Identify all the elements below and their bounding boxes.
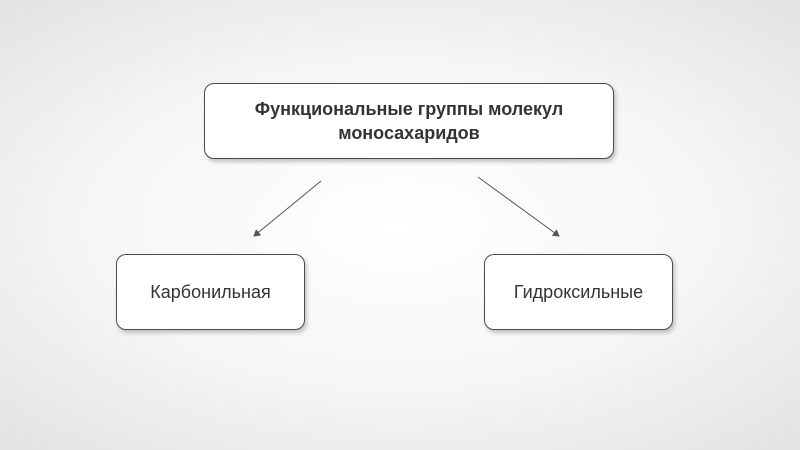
arrow-to-hydroxyl xyxy=(477,176,560,237)
carbonyl-node-label: Карбонильная xyxy=(150,281,271,302)
hydroxyl-node-label: Гидроксильные xyxy=(513,281,644,302)
carbonyl-node: Карбонильная xyxy=(116,254,305,330)
root-node-label: Функциональные группы молекул моносахари… xyxy=(254,99,564,143)
root-node: Функциональные группы молекул моносахари… xyxy=(204,83,614,159)
arrow-to-carbonyl xyxy=(253,180,322,237)
hydroxyl-node: Гидроксильные xyxy=(484,254,673,330)
